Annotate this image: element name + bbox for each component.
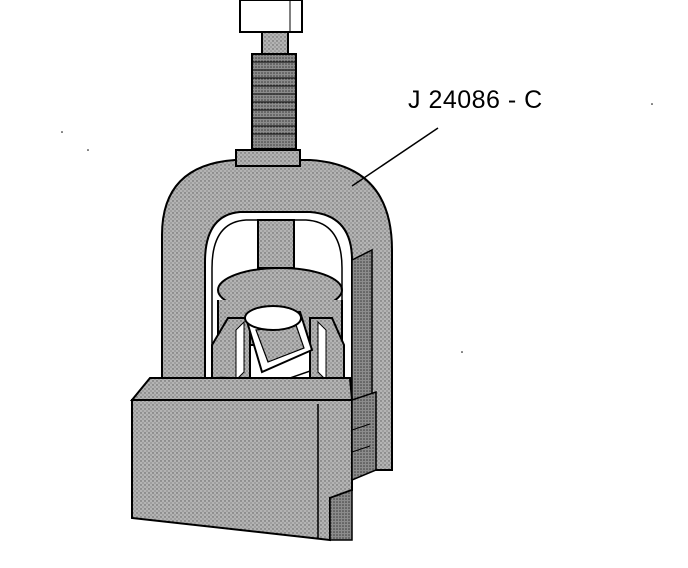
tool-callout-label: J 24086 - C: [408, 86, 543, 114]
callout-leader-line: [351, 127, 439, 187]
threaded-screw: [251, 53, 297, 150]
scan-specks: [61, 103, 653, 353]
press-ram: [239, 0, 303, 55]
support-block: [129, 377, 377, 542]
